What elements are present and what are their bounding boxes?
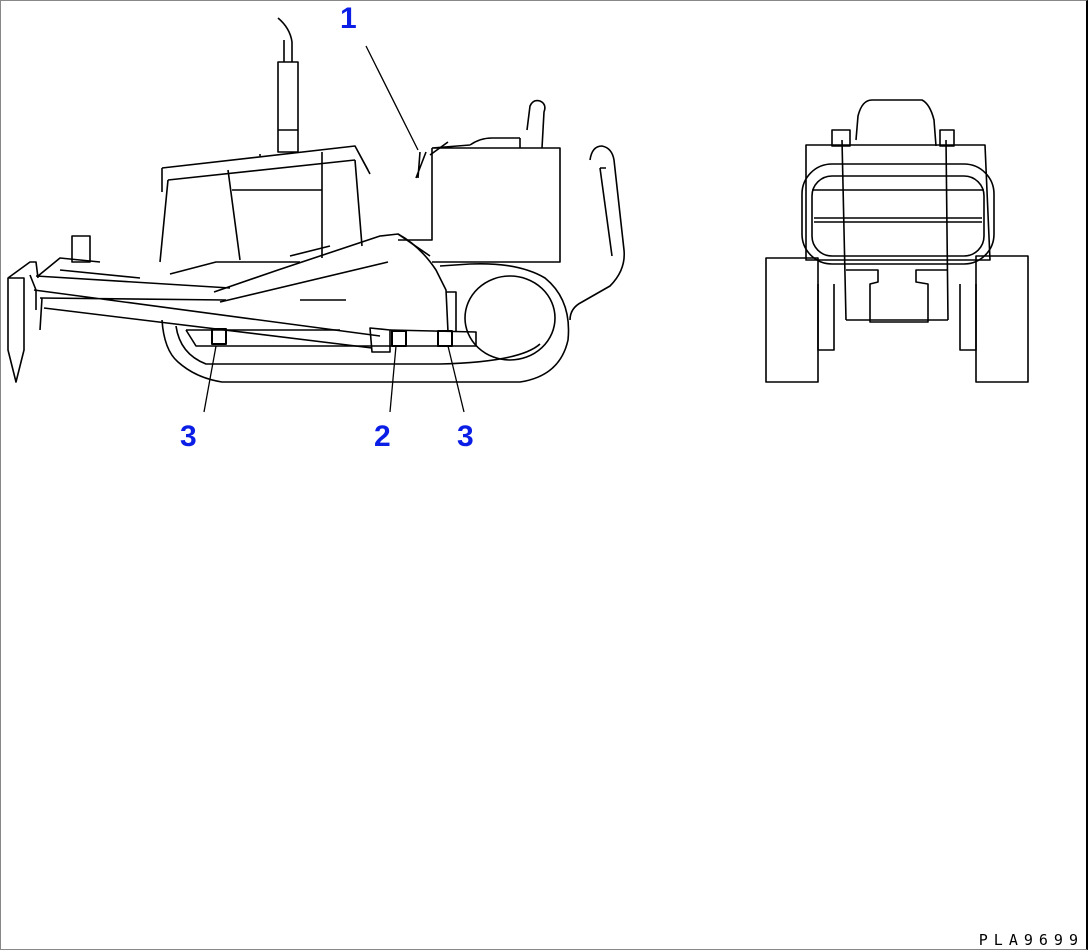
callout-3-right: 3 xyxy=(457,420,474,453)
callout-1: 1 xyxy=(340,2,357,35)
rear-view xyxy=(765,99,1029,383)
drawing-code: PLA9699 xyxy=(978,931,1084,949)
callout-3-left: 3 xyxy=(180,420,197,453)
side-view xyxy=(7,17,626,413)
callout-2: 2 xyxy=(374,420,391,453)
